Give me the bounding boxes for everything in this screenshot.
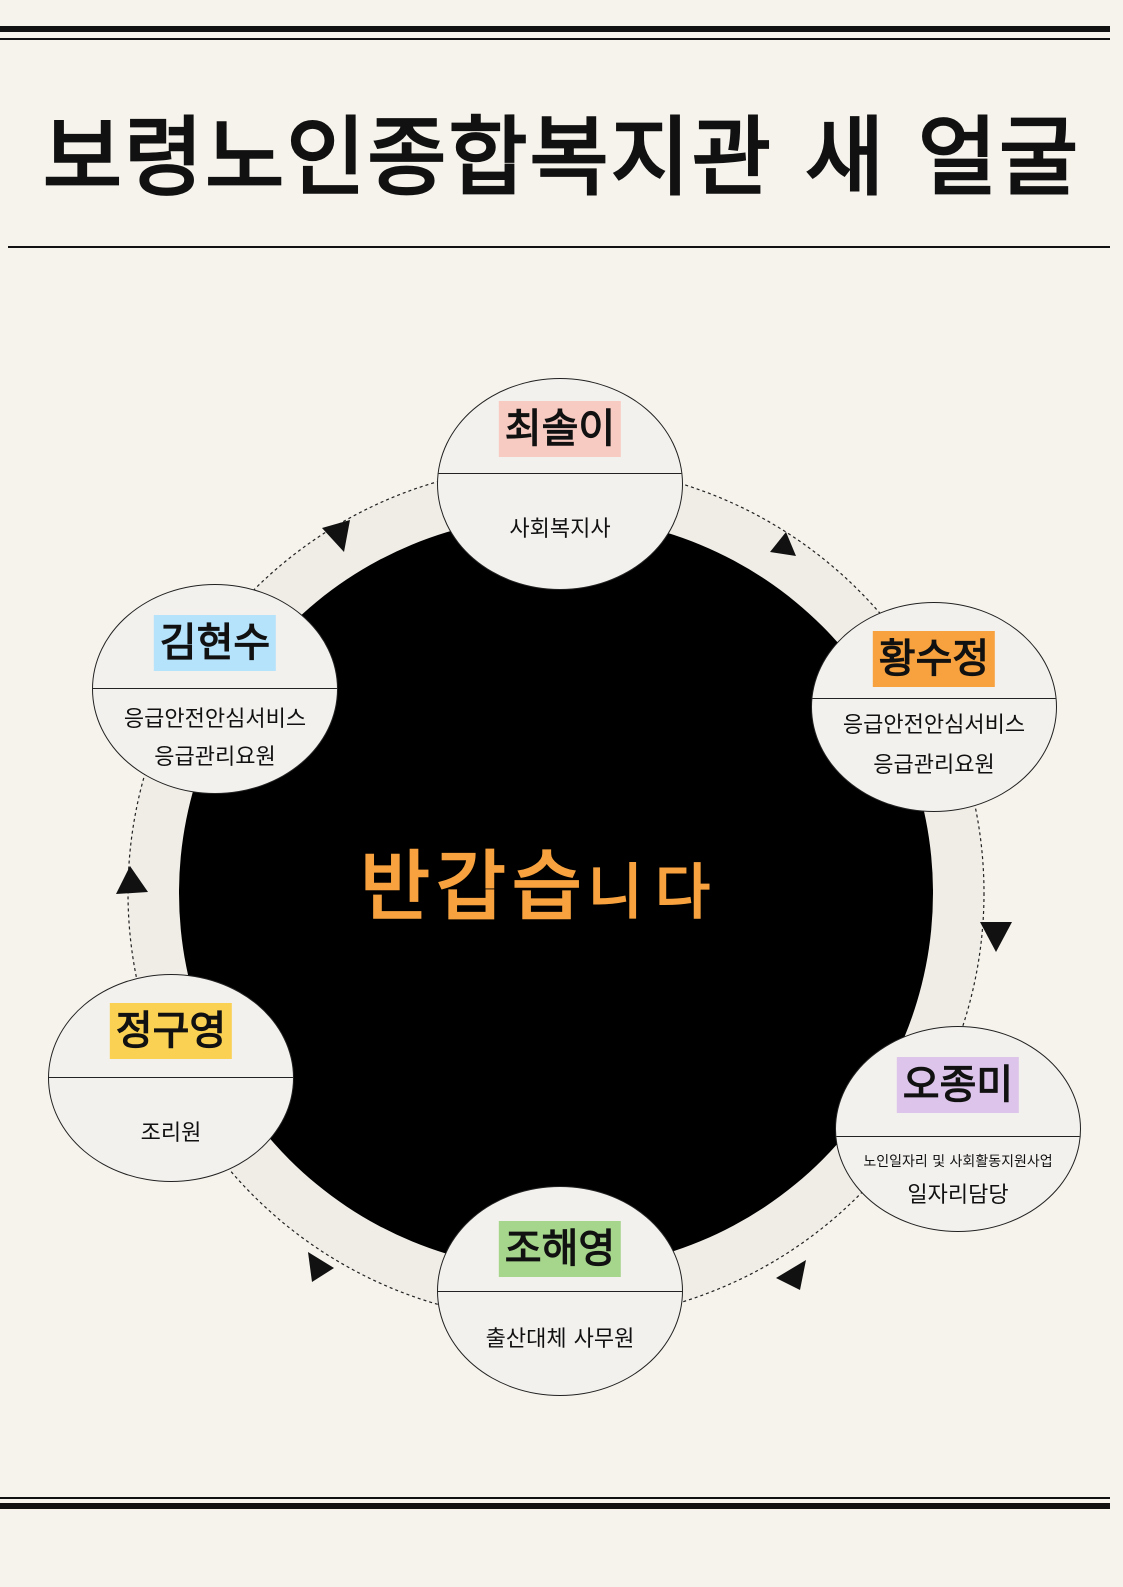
title-underline <box>8 246 1110 248</box>
staff-role: 응급안전안심서비스 <box>123 707 307 732</box>
arrow-head <box>116 866 148 894</box>
node-divider <box>438 473 682 474</box>
node-divider <box>836 1136 1080 1137</box>
staff-node: 오종미 노인일자리 및 사회활동지원사업 일자리담당 <box>835 1026 1081 1232</box>
node-divider <box>438 1291 682 1292</box>
arrow-head <box>776 1260 806 1290</box>
arrow-head <box>322 520 350 552</box>
greeting-tail: 니다 <box>587 858 723 928</box>
bottom-thick-rule <box>0 1503 1110 1509</box>
staff-role: 응급관리요원 <box>873 753 995 778</box>
staff-node: 정구영 조리원 <box>48 974 294 1182</box>
staff-name: 김현수 <box>153 615 277 671</box>
top-thin-rule <box>0 38 1110 40</box>
staff-name: 조해영 <box>498 1221 622 1277</box>
staff-role: 응급관리요원 <box>154 745 276 770</box>
bottom-thin-rule <box>0 1497 1110 1499</box>
page-title: 보령노인종합복지관 새 얼굴 <box>42 108 1081 208</box>
staff-node: 김현수 응급안전안심서비스 응급관리요원 <box>92 584 338 794</box>
node-divider <box>93 688 337 689</box>
node-divider <box>812 698 1056 699</box>
staff-node: 조해영 출산대체 사무원 <box>437 1186 683 1396</box>
arrow-head <box>770 532 796 556</box>
center-circle <box>179 516 933 1270</box>
staff-node: 최솔이 사회복지사 <box>437 378 683 590</box>
staff-name: 최솔이 <box>498 401 622 457</box>
staff-role: 조리원 <box>140 1121 202 1146</box>
staff-name: 오종미 <box>896 1057 1020 1113</box>
staff-name: 정구영 <box>109 1003 233 1059</box>
arrow-head <box>980 922 1012 952</box>
greeting-text: 반갑습니다 <box>360 825 780 935</box>
staff-role: 사회복지사 <box>509 517 611 542</box>
greeting-main: 반갑습 <box>360 842 588 931</box>
staff-role: 일자리담당 <box>907 1183 1009 1208</box>
staff-name: 황수정 <box>872 631 996 687</box>
staff-role: 응급안전안심서비스 <box>842 713 1026 738</box>
top-thick-rule <box>0 26 1110 32</box>
arrow-head <box>308 1252 334 1282</box>
staff-node: 황수정 응급안전안심서비스 응급관리요원 <box>811 602 1057 812</box>
staff-role: 출산대체 사무원 <box>485 1327 635 1352</box>
node-divider <box>49 1077 293 1078</box>
arrow-heads <box>116 520 1012 1290</box>
staff-role: 노인일자리 및 사회활동지원사업 <box>863 1154 1053 1170</box>
